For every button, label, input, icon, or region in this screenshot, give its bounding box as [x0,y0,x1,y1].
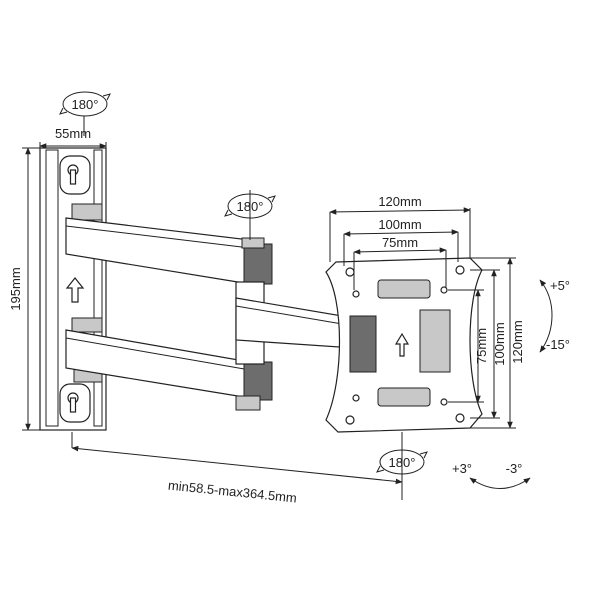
dim-plate-depth: 55mm [39,126,107,152]
dim-vesa-height: 75mm 100mm 120mm [448,257,525,429]
tilt-indicator: +5° -15° [539,278,570,353]
keyhole-slot-bottom [59,383,91,423]
dim-label-195: 195mm [8,267,23,310]
dim-label-75w: 75mm [382,235,418,250]
level-label-plus: +3° [452,461,472,476]
rotation-wall-swivel: 180° [59,91,111,136]
rotate-arrow-icon [469,477,531,489]
dim-label-100w: 100mm [378,217,421,232]
rotation-label-head: 180° [389,455,416,470]
rotation-arm-swivel: 180° [224,190,276,240]
up-arrow-icon [394,332,410,357]
rotation-label-wall: 180° [72,97,99,112]
dim-label-120h: 120mm [510,320,525,363]
wall-plate [39,147,107,431]
dim-plate-height: 195mm [8,147,40,431]
rotate-arrow-icon [539,279,553,353]
arm-segment-lower [65,329,273,411]
vesa-plate [325,257,483,433]
keyhole-slot-top [59,155,91,195]
tilt-label-down: -15° [546,337,570,352]
dim-extension: min58.5-max364.5mm [71,432,403,506]
dim-vesa-width: 120mm 100mm 75mm [329,194,471,290]
arm-segment-upper [65,217,273,285]
rotation-head-swivel: 180° [376,432,428,480]
level-label-minus: -3° [506,461,523,476]
rotation-label-arm: 180° [237,199,264,214]
dim-label-55: 55mm [55,126,91,141]
dim-label-100h: 100mm [492,322,507,365]
dim-label-75h: 75mm [474,328,489,364]
level-indicator: +3° -3° [452,461,531,489]
dim-label-extension: min58.5-max364.5mm [167,478,297,506]
up-arrow-icon [65,277,85,303]
dim-label-120w: 120mm [378,194,421,209]
tilt-label-up: +5° [550,278,570,293]
